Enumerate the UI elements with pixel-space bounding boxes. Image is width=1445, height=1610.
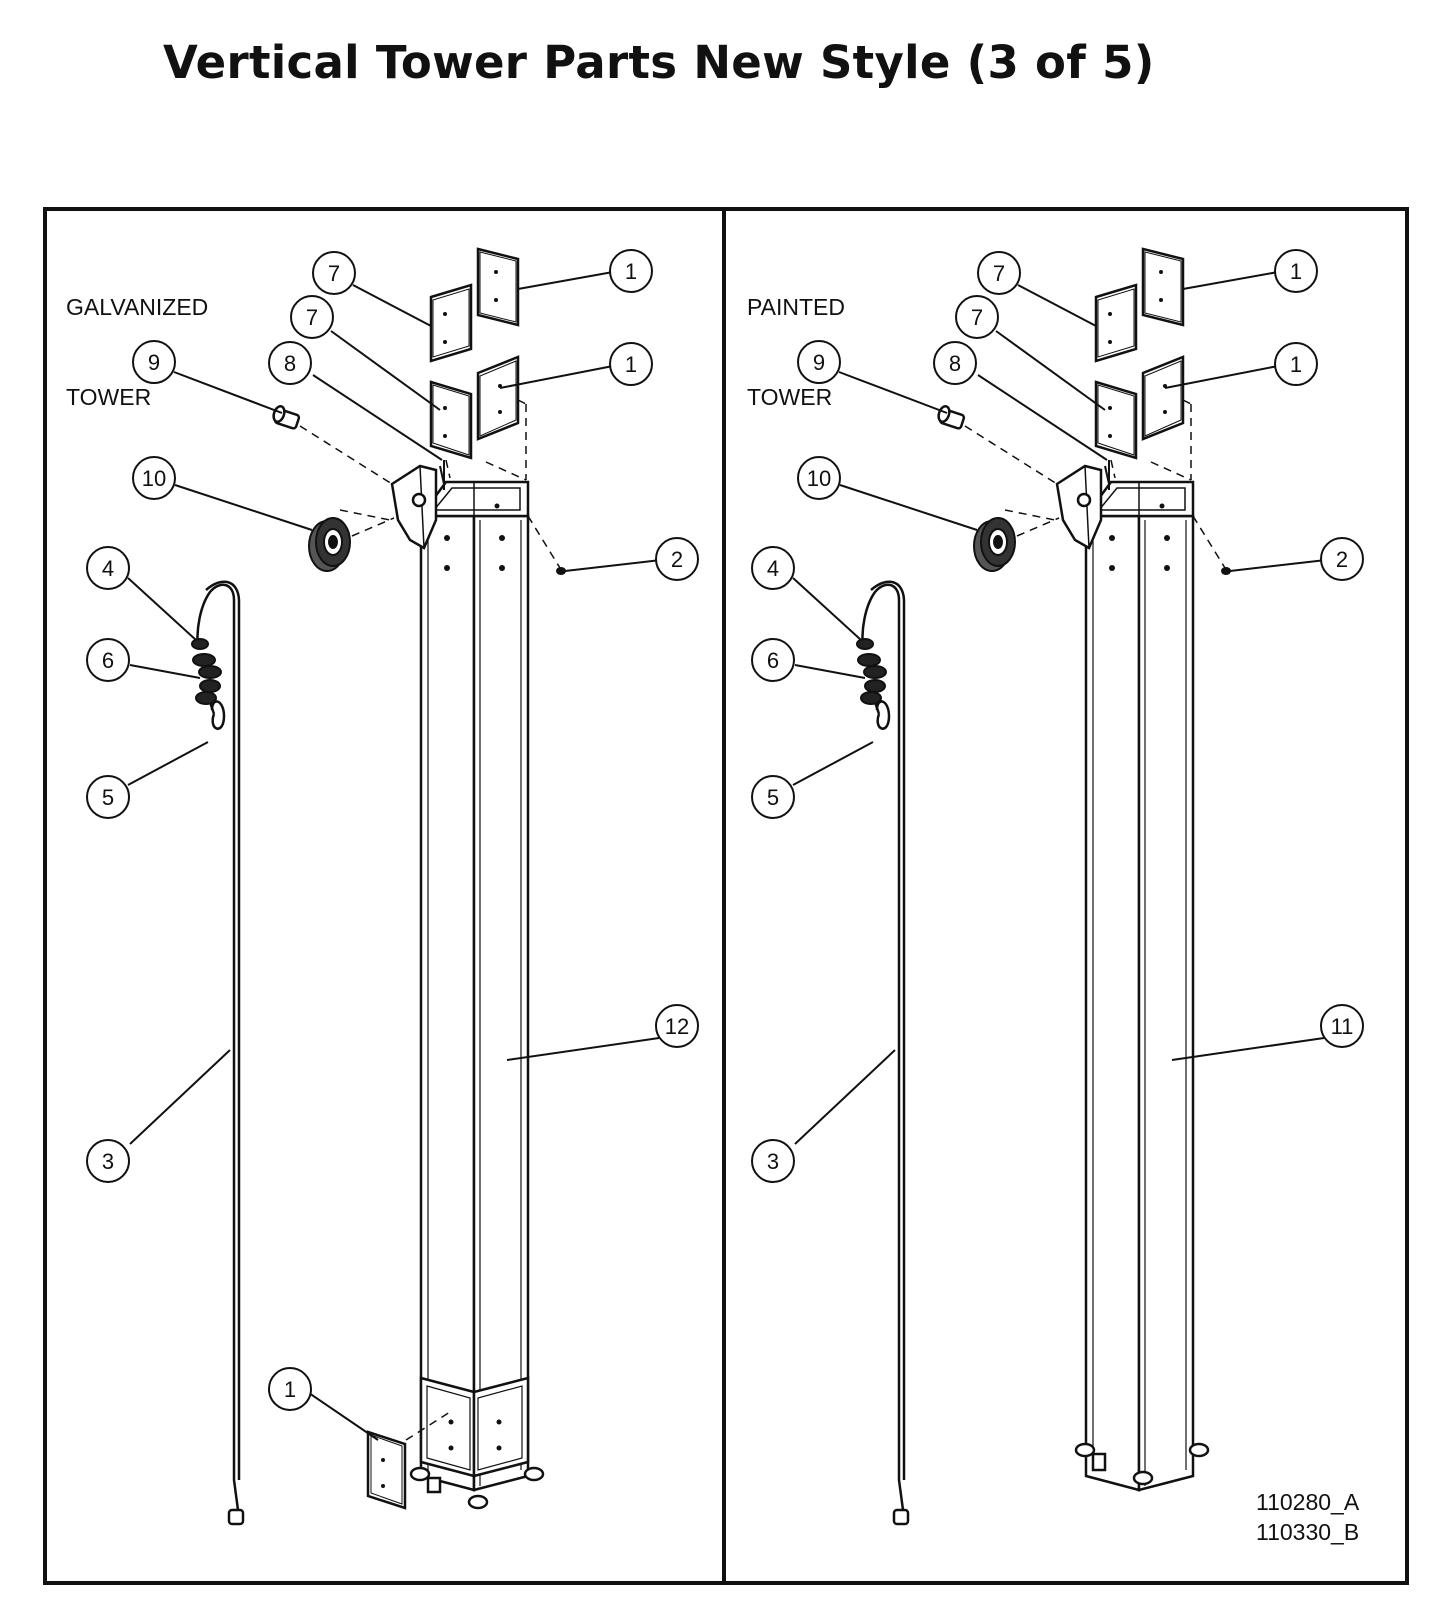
- callout-number: 8: [284, 351, 296, 376]
- callout-number: 5: [767, 785, 779, 810]
- callout-circle: [751, 1139, 795, 1183]
- callout-number: 9: [148, 350, 160, 375]
- callout-circle: [268, 341, 312, 385]
- callout-circle: [609, 249, 653, 293]
- panel-label-line1: PAINTED: [747, 294, 845, 320]
- callout-circle: [132, 456, 176, 500]
- galvanized-base-holes: [381, 1419, 502, 1488]
- callout-circle: [86, 1139, 130, 1183]
- page-title: Vertical Tower Parts New Style (3 of 5): [163, 36, 1155, 89]
- callout-number: 6: [767, 648, 779, 673]
- callout-number: 1: [284, 1377, 296, 1402]
- callout-circle: [797, 340, 841, 384]
- callout-number: 1: [625, 352, 637, 377]
- galvanized-base: [366, 1376, 545, 1510]
- callout-circle: [955, 295, 999, 339]
- callout-circle: [290, 295, 334, 339]
- callout-number: 7: [306, 305, 318, 330]
- diagram-frame: [43, 207, 1409, 1585]
- callout-circle: [655, 537, 699, 581]
- callout-circle: [268, 1367, 312, 1411]
- callout-circle: [1320, 537, 1364, 581]
- callout-circle: [86, 775, 130, 819]
- callout-circle: [655, 1004, 699, 1048]
- callout-number: 12: [665, 1014, 689, 1039]
- callout-number: 7: [993, 261, 1005, 286]
- callout-number: 7: [328, 261, 340, 286]
- callout-circle: [751, 638, 795, 682]
- callout-number: 9: [813, 350, 825, 375]
- panel-divider: [722, 207, 726, 1585]
- painted-leaders-extra: [1171, 1037, 1325, 1061]
- callout-circle: [1320, 1004, 1364, 1048]
- panel-label-line2: TOWER: [747, 384, 833, 410]
- callout-number: 3: [767, 1149, 779, 1174]
- callout-number: 4: [767, 556, 779, 581]
- callout-number: 4: [102, 556, 114, 581]
- drawing-code: 110330_B: [1256, 1519, 1360, 1545]
- callout-number: 10: [142, 466, 166, 491]
- callout-number: 6: [102, 648, 114, 673]
- galvanized-leaders-extra: [308, 1037, 660, 1441]
- callout-number: 3: [102, 1149, 114, 1174]
- painted-tower-drawing: [791, 247, 1328, 1526]
- callouts-painted: 7 1 7 1 9 8 10 2 4 6 5 11 3: [751, 249, 1364, 1183]
- drawing-code: 110280_A: [1256, 1489, 1360, 1515]
- callout-number: 1: [1290, 259, 1302, 284]
- callout-circle: [609, 342, 653, 386]
- callout-circle: [86, 638, 130, 682]
- callouts-galvanized: 7 1 7 1 9 8 10 2 4 6 5 12 3 1: [86, 249, 699, 1411]
- callout-circle: [933, 341, 977, 385]
- callout-number: 2: [671, 547, 683, 572]
- callout-number: 7: [971, 305, 983, 330]
- panel-label-line2: TOWER: [66, 384, 152, 410]
- panel-label-painted: PAINTED TOWER: [747, 232, 845, 442]
- panel-label-line1: GALVANIZED: [66, 294, 209, 320]
- callout-number: 10: [807, 466, 831, 491]
- panel-label-galvanized: GALVANIZED TOWER: [66, 232, 208, 442]
- callout-number: 8: [949, 351, 961, 376]
- galvanized-tower-drawing: [126, 247, 663, 1526]
- callout-circle: [312, 251, 356, 295]
- callout-circle: [797, 456, 841, 500]
- callout-number: 1: [1290, 352, 1302, 377]
- callout-circle: [86, 546, 130, 590]
- callout-number: 5: [102, 785, 114, 810]
- painted-base: [1074, 1442, 1210, 1486]
- callout-circle: [977, 251, 1021, 295]
- callout-circle: [751, 546, 795, 590]
- callout-circle: [132, 340, 176, 384]
- drawing-codes: 110280_A 110330_B: [1256, 1487, 1359, 1547]
- callout-circle: [1274, 342, 1318, 386]
- callout-number: 11: [1331, 1014, 1354, 1039]
- callout-circle: [1274, 249, 1318, 293]
- callout-number: 2: [1336, 547, 1348, 572]
- callout-circle: [751, 775, 795, 819]
- callout-number: 1: [625, 259, 637, 284]
